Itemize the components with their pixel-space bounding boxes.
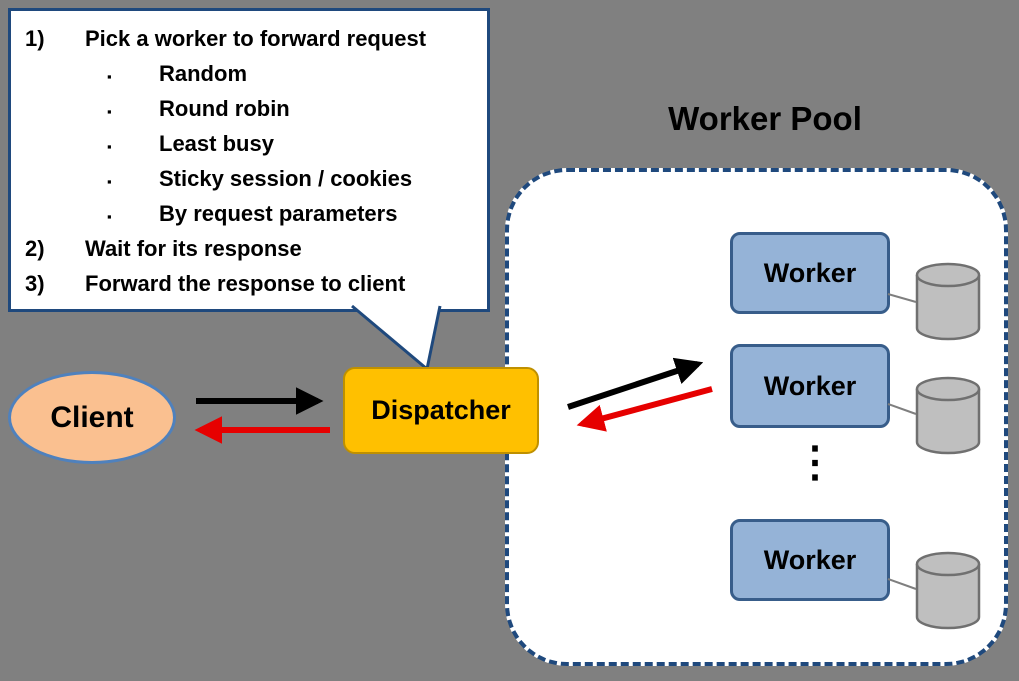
database-cylinder-icon — [915, 551, 981, 630]
bullet-square-icon: ▪ — [107, 209, 112, 224]
step-text: Pick a worker to forward request — [85, 26, 427, 51]
callout-tail-outline — [351, 304, 442, 371]
callout-step-3: 3) Forward the response to client — [11, 266, 487, 301]
callout-bullet-sticky-session: ▪ Sticky session / cookies — [11, 161, 487, 196]
worker-label: Worker — [763, 370, 857, 401]
client-label: Client — [50, 400, 134, 434]
bullet-square-icon: ▪ — [107, 174, 112, 189]
callout-bullet-request-parameters: ▪ By request parameters — [11, 196, 487, 231]
dispatcher-steps-callout: 1) Pick a worker to forward request ▪ Ra… — [8, 8, 490, 312]
worker-pool-title: Worker Pool — [668, 100, 862, 137]
step-text: Forward the response to client — [85, 271, 406, 296]
callout-step-2: 2) Wait for its response — [11, 231, 487, 266]
client-ellipse: Client — [8, 371, 176, 464]
database-cylinder-icon — [915, 376, 981, 455]
bullet-text: By request parameters — [159, 201, 398, 226]
more-workers-ellipsis: ⋮ — [794, 438, 836, 485]
step-number: 2) — [25, 236, 45, 261]
worker-box-1: Worker — [730, 232, 890, 314]
bullet-text: Random — [159, 61, 247, 86]
callout-tail — [352, 306, 440, 369]
callout-bullet-least-busy: ▪ Least busy — [11, 126, 487, 161]
step-number: 1) — [25, 26, 45, 51]
worker-box-2: Worker — [730, 344, 890, 428]
database-cylinder-icon — [915, 262, 981, 341]
bullet-square-icon: ▪ — [107, 69, 112, 84]
worker-label: Worker — [763, 257, 857, 288]
bullet-square-icon: ▪ — [107, 139, 112, 154]
callout-bullet-random: ▪ Random — [11, 56, 487, 91]
bullet-text: Round robin — [159, 96, 290, 121]
worker-label: Worker — [763, 544, 857, 575]
step-number: 3) — [25, 271, 45, 296]
callout-step-1: 1) Pick a worker to forward request — [11, 21, 487, 56]
step-text: Wait for its response — [85, 236, 302, 261]
dispatcher-label: Dispatcher — [371, 395, 511, 425]
bullet-text: Least busy — [159, 131, 274, 156]
worker-box-3: Worker — [730, 519, 890, 601]
dispatcher-box: Dispatcher — [343, 367, 539, 454]
bullet-square-icon: ▪ — [107, 104, 112, 119]
bullet-text: Sticky session / cookies — [159, 166, 413, 191]
callout-bullet-round-robin: ▪ Round robin — [11, 91, 487, 126]
